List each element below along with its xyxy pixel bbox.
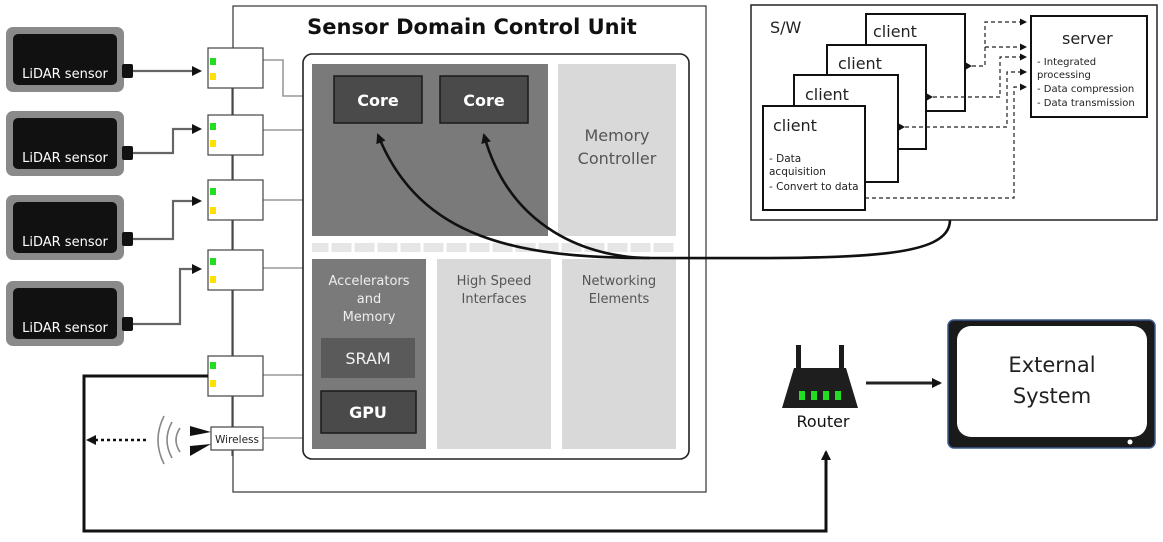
port-links	[263, 59, 303, 439]
svg-text:LiDAR sensor: LiDAR sensor	[22, 67, 108, 82]
lidar-sensor-2: LiDAR sensor	[6, 111, 133, 176]
core-1: Core	[333, 75, 423, 124]
svg-text:client: client	[805, 85, 849, 104]
svg-text:client: client	[838, 54, 882, 73]
software-label: S/W	[770, 18, 802, 37]
svg-text:LiDAR sensor: LiDAR sensor	[22, 321, 108, 336]
svg-text:- Data compression: - Data compression	[1037, 84, 1134, 95]
wireless-port: Wireless	[210, 426, 264, 451]
svg-text:LiDAR sensor: LiDAR sensor	[22, 235, 108, 250]
port-box-5	[207, 355, 264, 397]
software-to-core-flow	[376, 133, 952, 260]
sram-block: SRAM	[321, 338, 415, 378]
svg-text:- Convert to data: - Convert to data	[769, 181, 859, 193]
svg-text:Memory: Memory	[343, 310, 396, 325]
port-box-4	[207, 249, 264, 291]
svg-text:Networking: Networking	[582, 274, 656, 289]
external-system-label-2: System	[1013, 384, 1091, 408]
router-link	[82, 374, 831, 533]
client-server-links	[865, 18, 1027, 199]
server-client-return-arrows	[898, 62, 972, 131]
port-box-3	[207, 179, 264, 221]
port-box-2	[207, 114, 264, 156]
client-card-1: client - Data acquisition - Convert to d…	[762, 105, 866, 211]
high-speed-interfaces: High Speed Interfaces	[437, 259, 551, 449]
core-2: Core	[439, 75, 529, 124]
svg-text:Wireless: Wireless	[215, 434, 259, 446]
svg-text:Controller: Controller	[578, 149, 657, 168]
control-unit-title: Sensor Domain Control Unit	[307, 15, 637, 39]
wireless-antenna-icon	[157, 415, 211, 465]
port-box-1	[207, 47, 264, 89]
svg-text:and: and	[357, 292, 381, 307]
svg-text:Interfaces: Interfaces	[462, 292, 527, 307]
svg-text:server: server	[1062, 29, 1113, 48]
svg-text:client: client	[873, 22, 917, 41]
gpu-block: GPU	[320, 390, 417, 434]
memory-controller: Memory Controller	[558, 64, 676, 236]
svg-text:High Speed: High Speed	[457, 274, 532, 289]
svg-text:- Data transmission: - Data transmission	[1037, 98, 1135, 109]
svg-text:Elements: Elements	[589, 292, 650, 307]
router-icon	[782, 345, 858, 408]
lidar-sensor-4: LiDAR sensor	[6, 281, 133, 346]
svg-text:acquisition: acquisition	[769, 166, 826, 178]
svg-text:GPU: GPU	[349, 403, 387, 422]
svg-text:processing: processing	[1037, 70, 1091, 81]
svg-text:SRAM: SRAM	[345, 349, 390, 368]
svg-text:- Integrated: - Integrated	[1037, 57, 1096, 68]
router-label: Router	[796, 412, 849, 431]
internal-bus	[312, 243, 677, 252]
svg-text:client: client	[773, 116, 817, 135]
svg-text:- Data: - Data	[769, 153, 801, 165]
external-system-label-1: External	[1008, 353, 1095, 377]
lidar-sensor-3: LiDAR sensor	[6, 195, 133, 260]
lidar-sensor-1: LiDAR sensor	[6, 27, 133, 92]
svg-text:Memory: Memory	[584, 126, 649, 145]
server-box: server - Integrated processing - Data co…	[1030, 15, 1148, 118]
sensor-links	[133, 66, 202, 326]
svg-text:Accelerators: Accelerators	[328, 274, 409, 289]
svg-text:LiDAR sensor: LiDAR sensor	[22, 151, 108, 166]
svg-text:Core: Core	[357, 91, 399, 110]
svg-text:Core: Core	[463, 91, 505, 110]
networking-elements: Networking Elements	[562, 259, 676, 449]
external-system-display	[947, 319, 1156, 449]
